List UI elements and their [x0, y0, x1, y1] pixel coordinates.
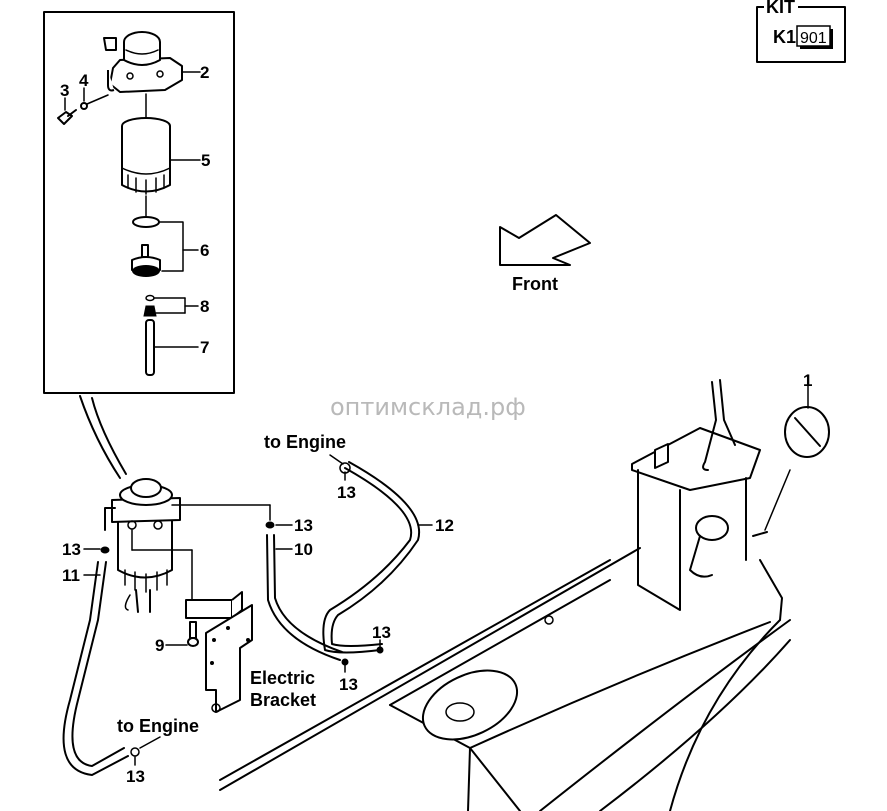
filter-head	[103, 31, 201, 93]
callout-8: 8	[200, 297, 209, 316]
callout-1: 1	[803, 371, 812, 390]
callout-13-a: 13	[294, 516, 313, 535]
callout-3: 3	[60, 81, 69, 100]
electric-bracket-caption-line2: Bracket	[250, 690, 316, 710]
callout-4: 4	[79, 71, 89, 90]
callout-5: 5	[201, 151, 210, 170]
callout-7: 7	[200, 338, 209, 357]
callout-2: 2	[200, 63, 209, 82]
callout-10: 10	[294, 540, 313, 559]
bolt-and-washer	[57, 87, 109, 125]
kit-title: KIT	[766, 0, 795, 17]
hose-12	[322, 461, 421, 654]
kit-badge: KIT K1 901	[756, 0, 846, 63]
callout-11: 11	[62, 566, 80, 585]
drain-plug-and-tube	[143, 294, 199, 376]
part-callouts: 2 3 4 5 6 8 7 1 9 10 11 12 13 13 13 13 1…	[60, 63, 812, 786]
electric-bracket	[205, 604, 253, 713]
hose-11	[62, 561, 129, 776]
inset-leader-curve	[79, 395, 121, 479]
electric-bracket-caption-line1: Electric	[250, 668, 315, 688]
kit-number: 901	[800, 30, 827, 47]
callout-12: 12	[435, 516, 454, 535]
filler-neck-bracket	[631, 379, 791, 611]
front-direction-arrow: Front	[499, 214, 591, 294]
filter-element	[121, 93, 201, 195]
callout-13-c: 13	[337, 483, 356, 502]
callout-13-e: 13	[339, 675, 358, 694]
o-ring-and-bowl	[131, 195, 199, 277]
filter-assembly	[104, 478, 271, 613]
leader-lines	[83, 454, 433, 766]
to-engine-caption-top: to Engine	[264, 432, 346, 452]
callout-6: 6	[200, 241, 209, 260]
front-label: Front	[512, 274, 558, 294]
callout-13-d: 13	[372, 623, 391, 642]
hose-10	[266, 534, 343, 661]
callout-13-f: 13	[126, 767, 145, 786]
hose-clamps	[100, 462, 384, 757]
to-engine-caption-bottom: to Engine	[117, 716, 199, 736]
watermark: оптимсклад.рф	[330, 393, 526, 421]
callout-13-b: 13	[62, 540, 81, 559]
filter-exploded-inset	[43, 11, 235, 394]
fuel-cap	[784, 374, 830, 458]
fuel-tank	[219, 547, 791, 811]
callout-9: 9	[155, 636, 164, 655]
kit-code: K1	[773, 27, 796, 47]
